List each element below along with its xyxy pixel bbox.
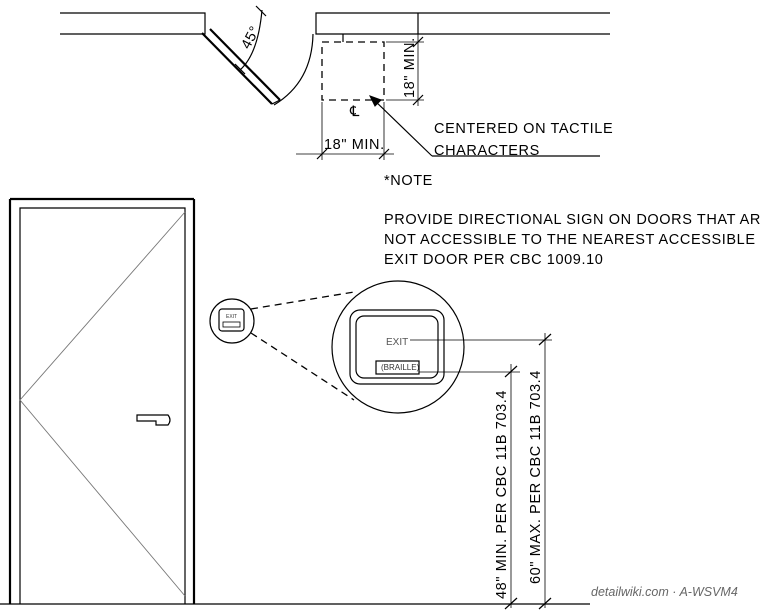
plan-view: 45° 18" MIN. 18" MIN. ℄ xyxy=(60,5,613,160)
plan-clear-space xyxy=(321,41,385,101)
plan-depth-dim-label: 18" MIN. xyxy=(402,37,418,98)
plan-wall-right xyxy=(315,12,610,35)
door-lever-handle xyxy=(136,414,171,426)
plan-angle-arc xyxy=(239,9,263,71)
sign-callout: EXIT EXIT (BRAILLE) xyxy=(209,280,465,414)
note-line-3: EXIT DOOR PER CBC 1009.10 xyxy=(384,252,603,268)
sign-magnified-inner xyxy=(355,315,439,379)
callout-line-top xyxy=(250,291,355,310)
centerline-symbol: ℄ xyxy=(349,104,360,120)
sign-small xyxy=(218,308,245,332)
plan-width-dim-label: 18" MIN. xyxy=(324,137,385,153)
leader-note-line-2: CHARACTERS xyxy=(434,143,540,159)
leader-note-line-1: CENTERED ON TACTILE xyxy=(434,121,613,137)
sign-small-braille xyxy=(222,321,241,328)
note-heading: *NOTE xyxy=(384,173,433,189)
door-leaf xyxy=(19,207,186,604)
min-dim-tick xyxy=(504,597,518,610)
plan-angle-tick xyxy=(255,5,267,17)
height-dimensions: 48" MIN. PER CBC 11B 703.4 60" MAX. PER … xyxy=(410,333,552,610)
sign-magnified-circle xyxy=(331,280,465,414)
max-dim-tick xyxy=(538,597,552,610)
sign-braille-text: (BRAILLE) xyxy=(381,363,420,372)
max-height-label: 60" MAX. PER CBC 11B 703.4 xyxy=(528,370,544,584)
sign-small-exit-text: EXIT xyxy=(226,314,237,320)
plan-door-swing-arc xyxy=(273,33,314,106)
note-line-1: PROVIDE DIRECTIONAL SIGN ON DOORS THAT A… xyxy=(384,212,760,228)
note-block: *NOTE PROVIDE DIRECTIONAL SIGN ON DOORS … xyxy=(384,173,760,268)
min-height-label: 48" MIN. PER CBC 11B 703.4 xyxy=(494,390,510,599)
sign-exit-text: EXIT xyxy=(386,337,408,348)
plan-depth-dimension: 18" MIN. xyxy=(386,34,424,106)
plan-wall-left xyxy=(60,12,206,35)
sign-braille-box xyxy=(375,360,420,375)
note-line-2: NOT ACCESSIBLE TO THE NEAREST ACCESSIBLE xyxy=(384,232,756,248)
plan-angle-tick xyxy=(234,63,246,75)
sign-magnified-outer xyxy=(349,309,445,385)
watermark: detailwiki.com · A-WSVM4 xyxy=(591,585,738,599)
max-dim-tick xyxy=(538,333,552,346)
door-elevation xyxy=(8,197,196,604)
min-dim-tick xyxy=(504,365,518,378)
plan-width-dimension: 18" MIN. xyxy=(296,102,394,160)
plan-leader xyxy=(368,95,600,157)
callout-line-bottom xyxy=(250,332,355,401)
door-swing-indicator xyxy=(19,211,186,597)
sign-small-circle xyxy=(209,298,255,344)
